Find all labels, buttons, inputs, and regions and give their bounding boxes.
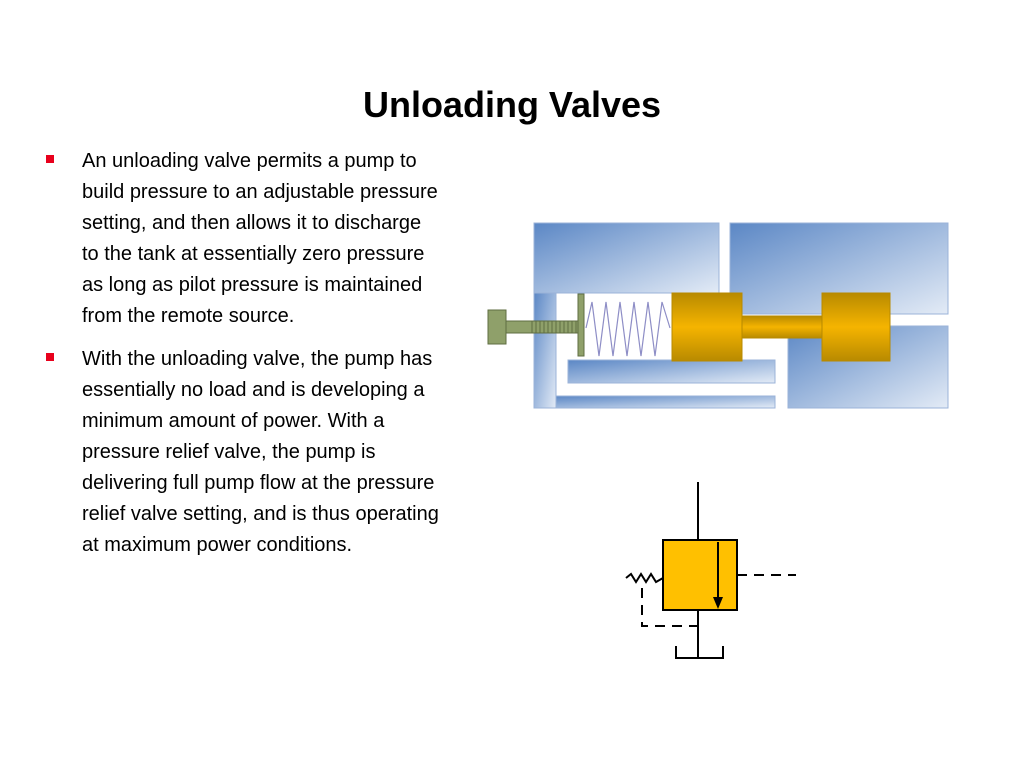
spring-icon	[625, 572, 664, 584]
square-bullet-icon	[46, 155, 54, 163]
spool-stem	[741, 315, 823, 339]
drain-line	[641, 588, 698, 627]
bullet-list: An unloading valve permits a pump to bui…	[44, 146, 439, 573]
valve-body-inner-ledge	[567, 359, 776, 384]
tank-icon	[675, 646, 724, 659]
screw-thread	[531, 321, 577, 333]
spring	[585, 301, 671, 357]
valve-cutaway-diagram	[487, 222, 949, 409]
square-bullet-icon	[46, 353, 54, 361]
bullet-text: With the unloading valve, the pump has e…	[82, 348, 439, 556]
valve-body-left-wall	[533, 292, 557, 409]
slide-title: Unloading Valves	[362, 84, 662, 126]
bullet-item: An unloading valve permits a pump to bui…	[44, 146, 439, 332]
adjuster-screw-shaft	[505, 320, 581, 334]
bullet-item: With the unloading valve, the pump has e…	[44, 344, 439, 561]
bullet-text: An unloading valve permits a pump to bui…	[82, 150, 438, 327]
spool-land-right	[821, 292, 891, 362]
adjuster-knob	[487, 309, 507, 345]
spool-land-left	[671, 292, 743, 362]
valve-body-top-left	[533, 222, 720, 294]
valve-envelope	[662, 539, 738, 611]
flow-arrow-head	[713, 597, 723, 609]
spring-seat-plate	[577, 293, 585, 357]
unloading-valve-symbol	[625, 482, 796, 659]
valve-body-bottom-strip	[555, 395, 776, 409]
